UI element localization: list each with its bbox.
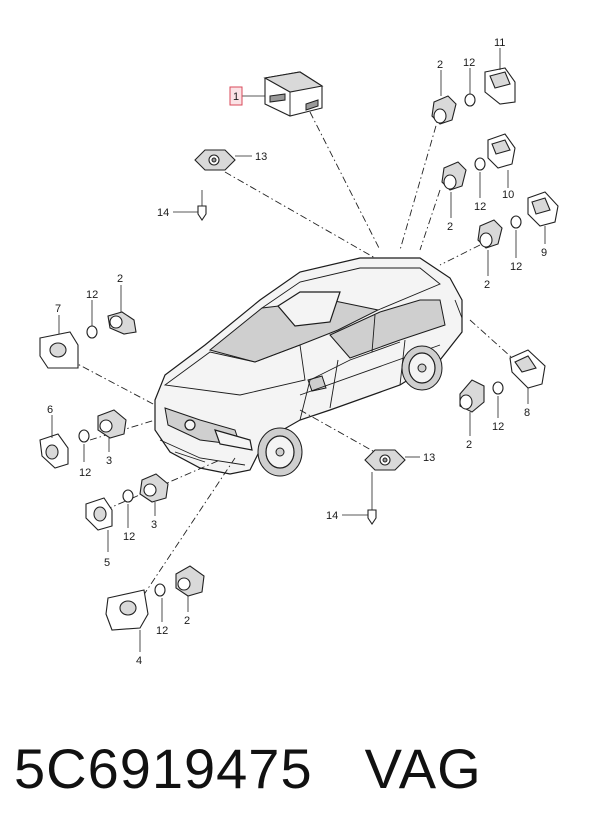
- sensor-group-9: [477, 191, 559, 276]
- callout-2-left-bottom: 2: [184, 615, 190, 627]
- callout-12-left-mid: 12: [79, 467, 91, 479]
- callout-12-right-mid: 12: [510, 261, 522, 273]
- callout-5: 5: [104, 557, 110, 569]
- sensor-group-6: [39, 409, 127, 469]
- callout-12-left-top: 12: [86, 289, 98, 301]
- callout-1-highlight: [229, 86, 243, 106]
- callout-3-lower: 3: [151, 519, 157, 531]
- part-caption: 5C6919475 VAG: [14, 728, 594, 808]
- callout-4: 4: [136, 655, 142, 667]
- callout-1: 1: [233, 91, 239, 103]
- sensor-group-7: [39, 285, 137, 369]
- callout-3-upper: 3: [106, 455, 112, 467]
- bracket-group-top: [173, 149, 252, 221]
- callout-2-right-mid: 2: [484, 279, 490, 291]
- callout-2-right-upper: 2: [447, 221, 453, 233]
- sensor-group-5: [85, 473, 169, 552]
- callout-12-right-lower: 12: [492, 421, 504, 433]
- sensor-group-4: [105, 565, 205, 652]
- control-unit-part: [242, 71, 324, 117]
- bracket-group-lower: [342, 449, 420, 525]
- callout-8: 8: [524, 407, 530, 419]
- callout-2-right-lower: 2: [466, 439, 472, 451]
- callout-10: 10: [502, 189, 514, 201]
- callout-14-top: 14: [157, 207, 169, 219]
- callout-6: 6: [47, 404, 53, 416]
- callout-2-top: 2: [437, 59, 443, 71]
- callout-2-left-top: 2: [117, 273, 123, 285]
- callout-7: 7: [55, 303, 61, 315]
- brand-label: VAG: [364, 736, 482, 800]
- sensor-group-11: [431, 48, 516, 125]
- callout-12-left-lower: 12: [123, 531, 135, 543]
- callout-12-top: 12: [463, 57, 475, 69]
- part-number: 5C6919475: [14, 736, 313, 800]
- sensor-group-8: [459, 349, 546, 436]
- callout-13-lower: 13: [423, 452, 435, 464]
- callout-12-left-bottom: 12: [156, 625, 168, 637]
- callout-12-right-upper: 12: [474, 201, 486, 213]
- parts-diagram: 1 2 12 11 2 12 10 2 12 9: [39, 37, 559, 667]
- callout-9: 9: [541, 247, 547, 259]
- dashed-leaders: [69, 111, 521, 609]
- callout-11: 11: [494, 37, 505, 49]
- sensor-group-10: [441, 133, 516, 218]
- callout-14-lower: 14: [326, 510, 338, 522]
- callout-13-top: 13: [255, 151, 267, 163]
- car-illustration: [154, 257, 463, 477]
